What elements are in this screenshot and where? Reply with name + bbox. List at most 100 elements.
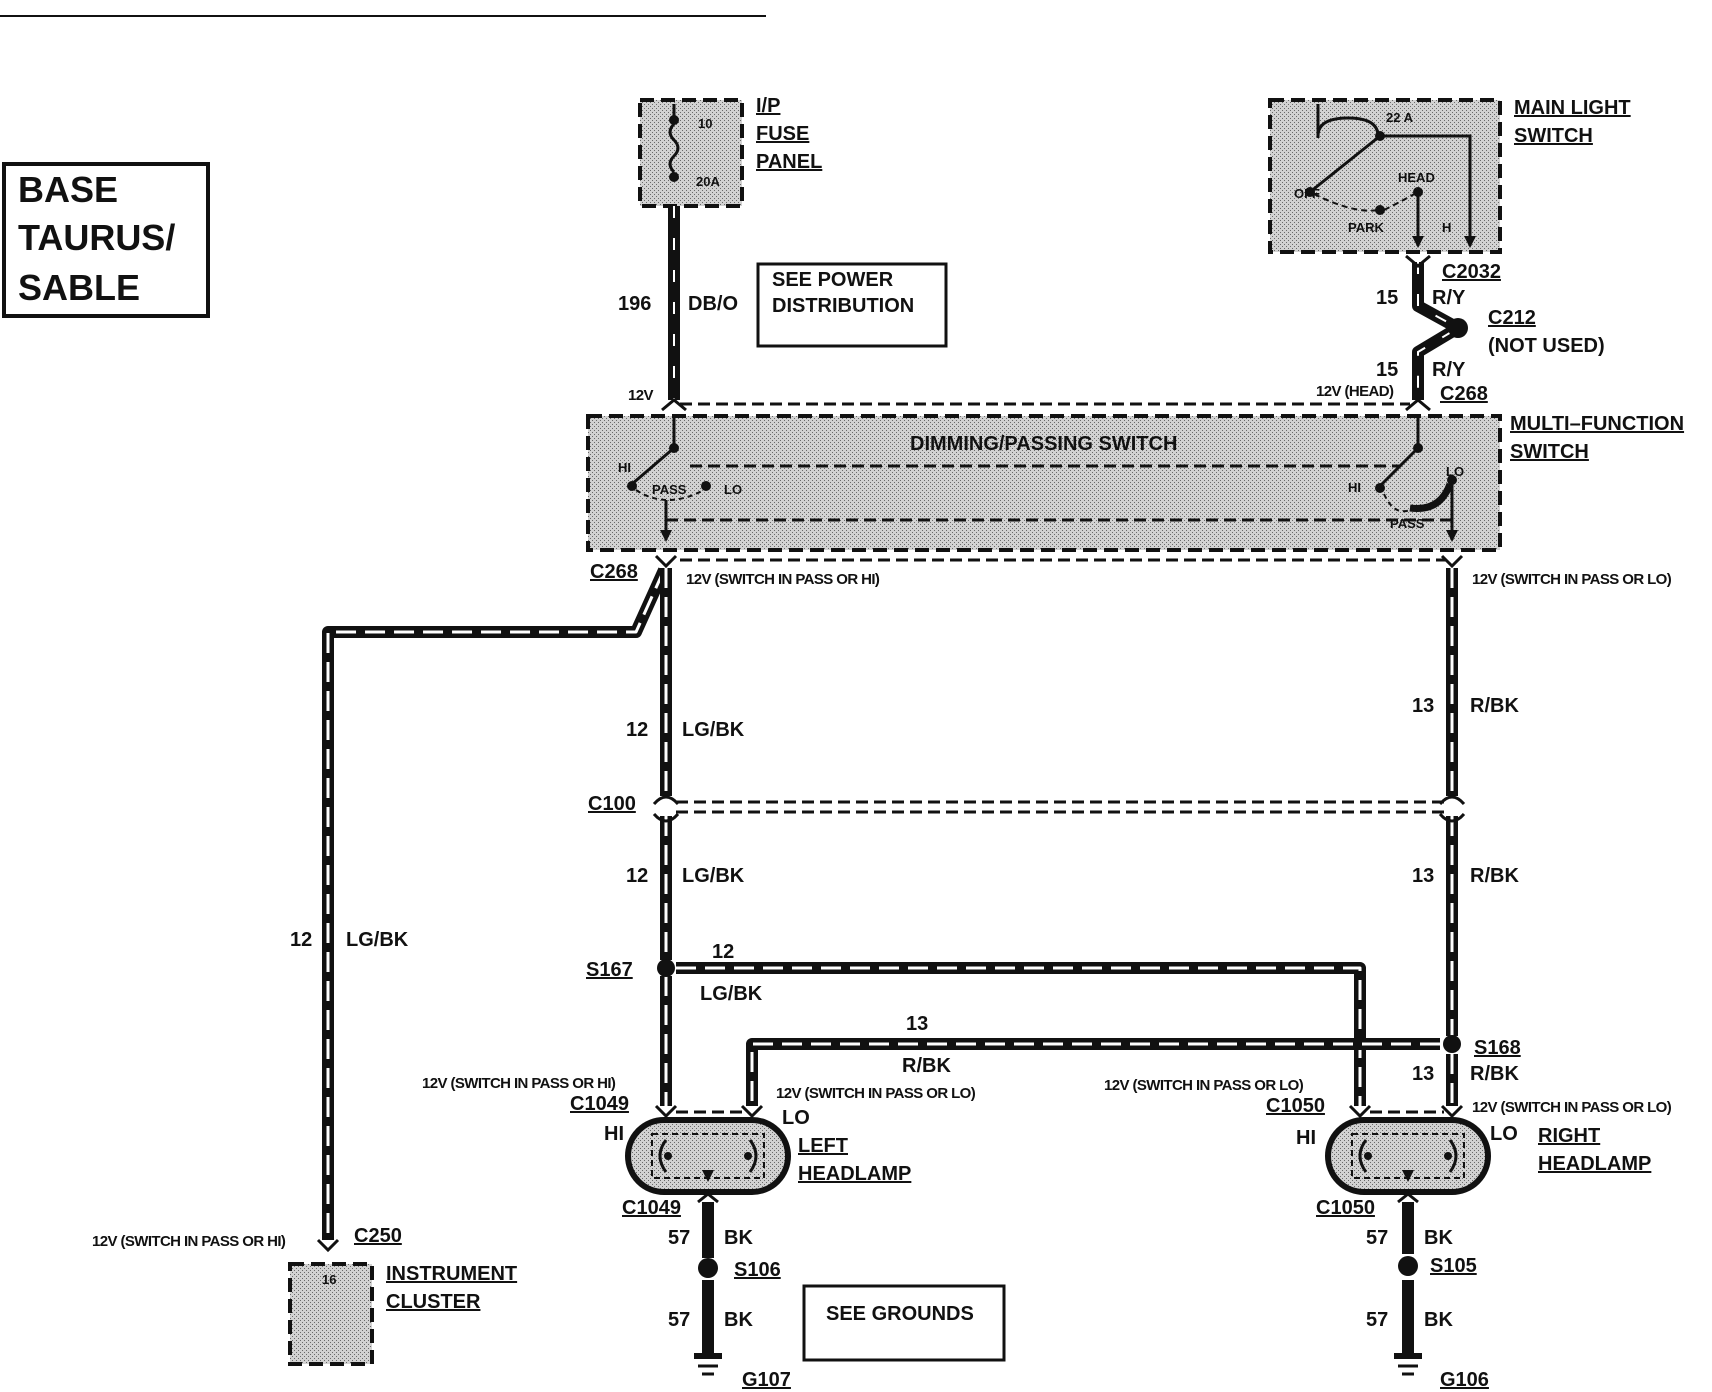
left-ground-circuit: 57 BK S106 57 BK G107: [668, 1202, 791, 1391]
c268-head-pin-icon: [1405, 398, 1431, 412]
main-light-switch-name-2: SWITCH: [1514, 125, 1593, 147]
c1049-bottom-label: C1049: [622, 1197, 681, 1219]
right-pass-lo-voltage: 12V (SWITCH IN PASS OR LO): [1472, 571, 1672, 588]
left-switch-blade-icon: [631, 446, 675, 486]
fuse-out-voltage: 12V: [628, 387, 653, 404]
c268-top-label: C268: [1440, 383, 1488, 405]
wire-12-mid-color: LG/BK: [682, 865, 745, 887]
variant-line-3: SABLE: [18, 267, 140, 308]
wire-196: 196 DB/O 12V: [618, 206, 738, 404]
left-headlamp-name-2: HEADLAMP: [798, 1163, 911, 1185]
s105-label: S105: [1430, 1255, 1477, 1277]
striped-wires: [322, 567, 1458, 1240]
fuse-terminal-top-icon: [669, 115, 679, 125]
cluster-name-2: CLUSTER: [386, 1291, 481, 1313]
main-light-switch: 22 A OFF PARK HEAD H MAIN LIGHT SWITCH: [1268, 97, 1631, 254]
right-headlamp-name-1: RIGHT: [1538, 1125, 1600, 1147]
cluster-voltage: 12V (SWITCH IN PASS OR HI): [92, 1233, 286, 1250]
fuse-number: 10: [698, 116, 712, 131]
w57-r-lower-circuit: 57: [1366, 1309, 1388, 1331]
s105-splice-icon: [1398, 1256, 1418, 1276]
w57-l-lower-circuit: 57: [668, 1309, 690, 1331]
s106-splice-icon: [698, 1258, 718, 1278]
light-switch-rating: 22 A: [1386, 110, 1414, 125]
wire-15-upper-circuit: 15: [1376, 287, 1398, 309]
cluster-name-1: INSTRUMENT: [386, 1263, 517, 1285]
wire-12-upper-circuit: 12: [626, 719, 648, 741]
wire-13-upper-circuit: 13: [1412, 695, 1434, 717]
left-lo-voltage: 12V (SWITCH IN PASS OR LO): [776, 1085, 976, 1102]
mfs-name-1: MULTI–FUNCTION: [1510, 413, 1684, 435]
w57-l-upper-color: BK: [724, 1227, 753, 1249]
left-headlamp-lo: LO: [782, 1107, 810, 1129]
wire-15-upper-color: R/Y: [1432, 287, 1466, 309]
c268-right-pin-icon: [1440, 554, 1464, 569]
fuse-terminal-bottom-icon: [669, 172, 679, 182]
g106-label: G106: [1440, 1369, 1489, 1391]
c212-splice-icon: [1448, 318, 1468, 338]
g107-label: G107: [742, 1369, 791, 1391]
grounds-note-text: SEE GROUNDS: [826, 1303, 974, 1325]
wire-12-cross-circuit: 12: [712, 941, 734, 963]
right-headlamp: C1050 HI LO RIGHT HEADLAMP C1050: [1266, 1095, 1651, 1219]
light-switch-terminal-h: H: [1442, 220, 1451, 235]
right-headlamp-hi: HI: [1296, 1127, 1316, 1149]
power-note-line-2: DISTRIBUTION: [772, 295, 914, 317]
left-headlamp-bulb-icon: [625, 1117, 791, 1195]
c100-label: C100: [588, 793, 636, 815]
right-ground-circuit: 57 BK S105 57 BK G106: [1366, 1202, 1489, 1391]
right-hi-voltage: 12V (SWITCH IN PASS OR LO): [1104, 1077, 1304, 1094]
c250-label: C250: [354, 1225, 402, 1247]
c1050-top-label: C1050: [1266, 1095, 1325, 1117]
instrument-cluster: 12V (SWITCH IN PASS OR HI) C250 16 INSTR…: [92, 1225, 517, 1366]
fuse-panel-name-3: PANEL: [756, 151, 822, 173]
variant-line-1: BASE: [18, 169, 118, 210]
wire-13-cross-circuit: 13: [906, 1013, 928, 1035]
fuse-panel-name-1: I/P: [756, 95, 780, 117]
light-switch-pos-off: OFF: [1294, 186, 1320, 201]
power-note-line-1: SEE POWER: [772, 269, 894, 291]
left-hi-voltage: 12V (SWITCH IN PASS OR HI): [422, 1075, 616, 1092]
mfs-name-2: SWITCH: [1510, 441, 1589, 463]
left-headlamp-name-1: LEFT: [798, 1135, 848, 1157]
wire-12-mid-circuit: 12: [626, 865, 648, 887]
w57-r-upper-color: BK: [1424, 1227, 1453, 1249]
wire-12-cluster-color: LG/BK: [346, 929, 409, 951]
variant-label-box: BASE TAURUS/ SABLE: [2, 162, 210, 318]
wire-12-cluster-circuit: 12: [290, 929, 312, 951]
right-switch-blade-icon: [1378, 446, 1420, 488]
fuse-panel-name-2: FUSE: [756, 123, 809, 145]
w57-l-upper-circuit: 57: [668, 1227, 690, 1249]
wire-196-circuit: 196: [618, 293, 651, 315]
s168-label: S168: [1474, 1037, 1521, 1059]
head-voltage: 12V (HEAD): [1316, 383, 1394, 400]
wire-13-lower-color: R/BK: [1470, 1063, 1519, 1085]
see-grounds-note: SEE GROUNDS: [802, 1284, 1006, 1362]
wire-15: C2032 15 R/Y C212 (NOT USED) 15 R/Y 12V …: [1316, 254, 1605, 405]
c212-note: (NOT USED): [1488, 335, 1605, 357]
c1049-top-label: C1049: [570, 1093, 629, 1115]
light-switch-pos-head: HEAD: [1398, 170, 1435, 185]
cluster-pin: 16: [322, 1272, 336, 1287]
c212-label: C212: [1488, 307, 1536, 329]
s167-splice-icon: [657, 959, 675, 977]
fuse-panel: 10 20A I/P FUSE PANEL: [638, 95, 822, 208]
c2032-label: C2032: [1442, 261, 1501, 283]
light-switch-pos-park: PARK: [1348, 220, 1384, 235]
wire-196-color: DB/O: [688, 293, 738, 315]
fuse-icon: [668, 122, 680, 174]
left-switch-hi: HI: [618, 460, 631, 475]
w57-r-upper-circuit: 57: [1366, 1227, 1388, 1249]
c100-connector: C100: [588, 793, 1466, 823]
right-switch-pass: PASS: [1390, 516, 1425, 531]
s167-label: S167: [586, 959, 633, 981]
wire-12-cross-color: LG/BK: [700, 983, 763, 1005]
s106-label: S106: [734, 1259, 781, 1281]
right-headlamp-bulb-icon: [1325, 1117, 1491, 1195]
w57-l-lower-color: BK: [724, 1309, 753, 1331]
left-headlamp-hi: HI: [604, 1123, 624, 1145]
c268-left-pin-icon: [654, 554, 678, 569]
main-light-switch-name-1: MAIN LIGHT: [1514, 97, 1631, 119]
c268-fuse-pin-icon: [661, 398, 687, 412]
